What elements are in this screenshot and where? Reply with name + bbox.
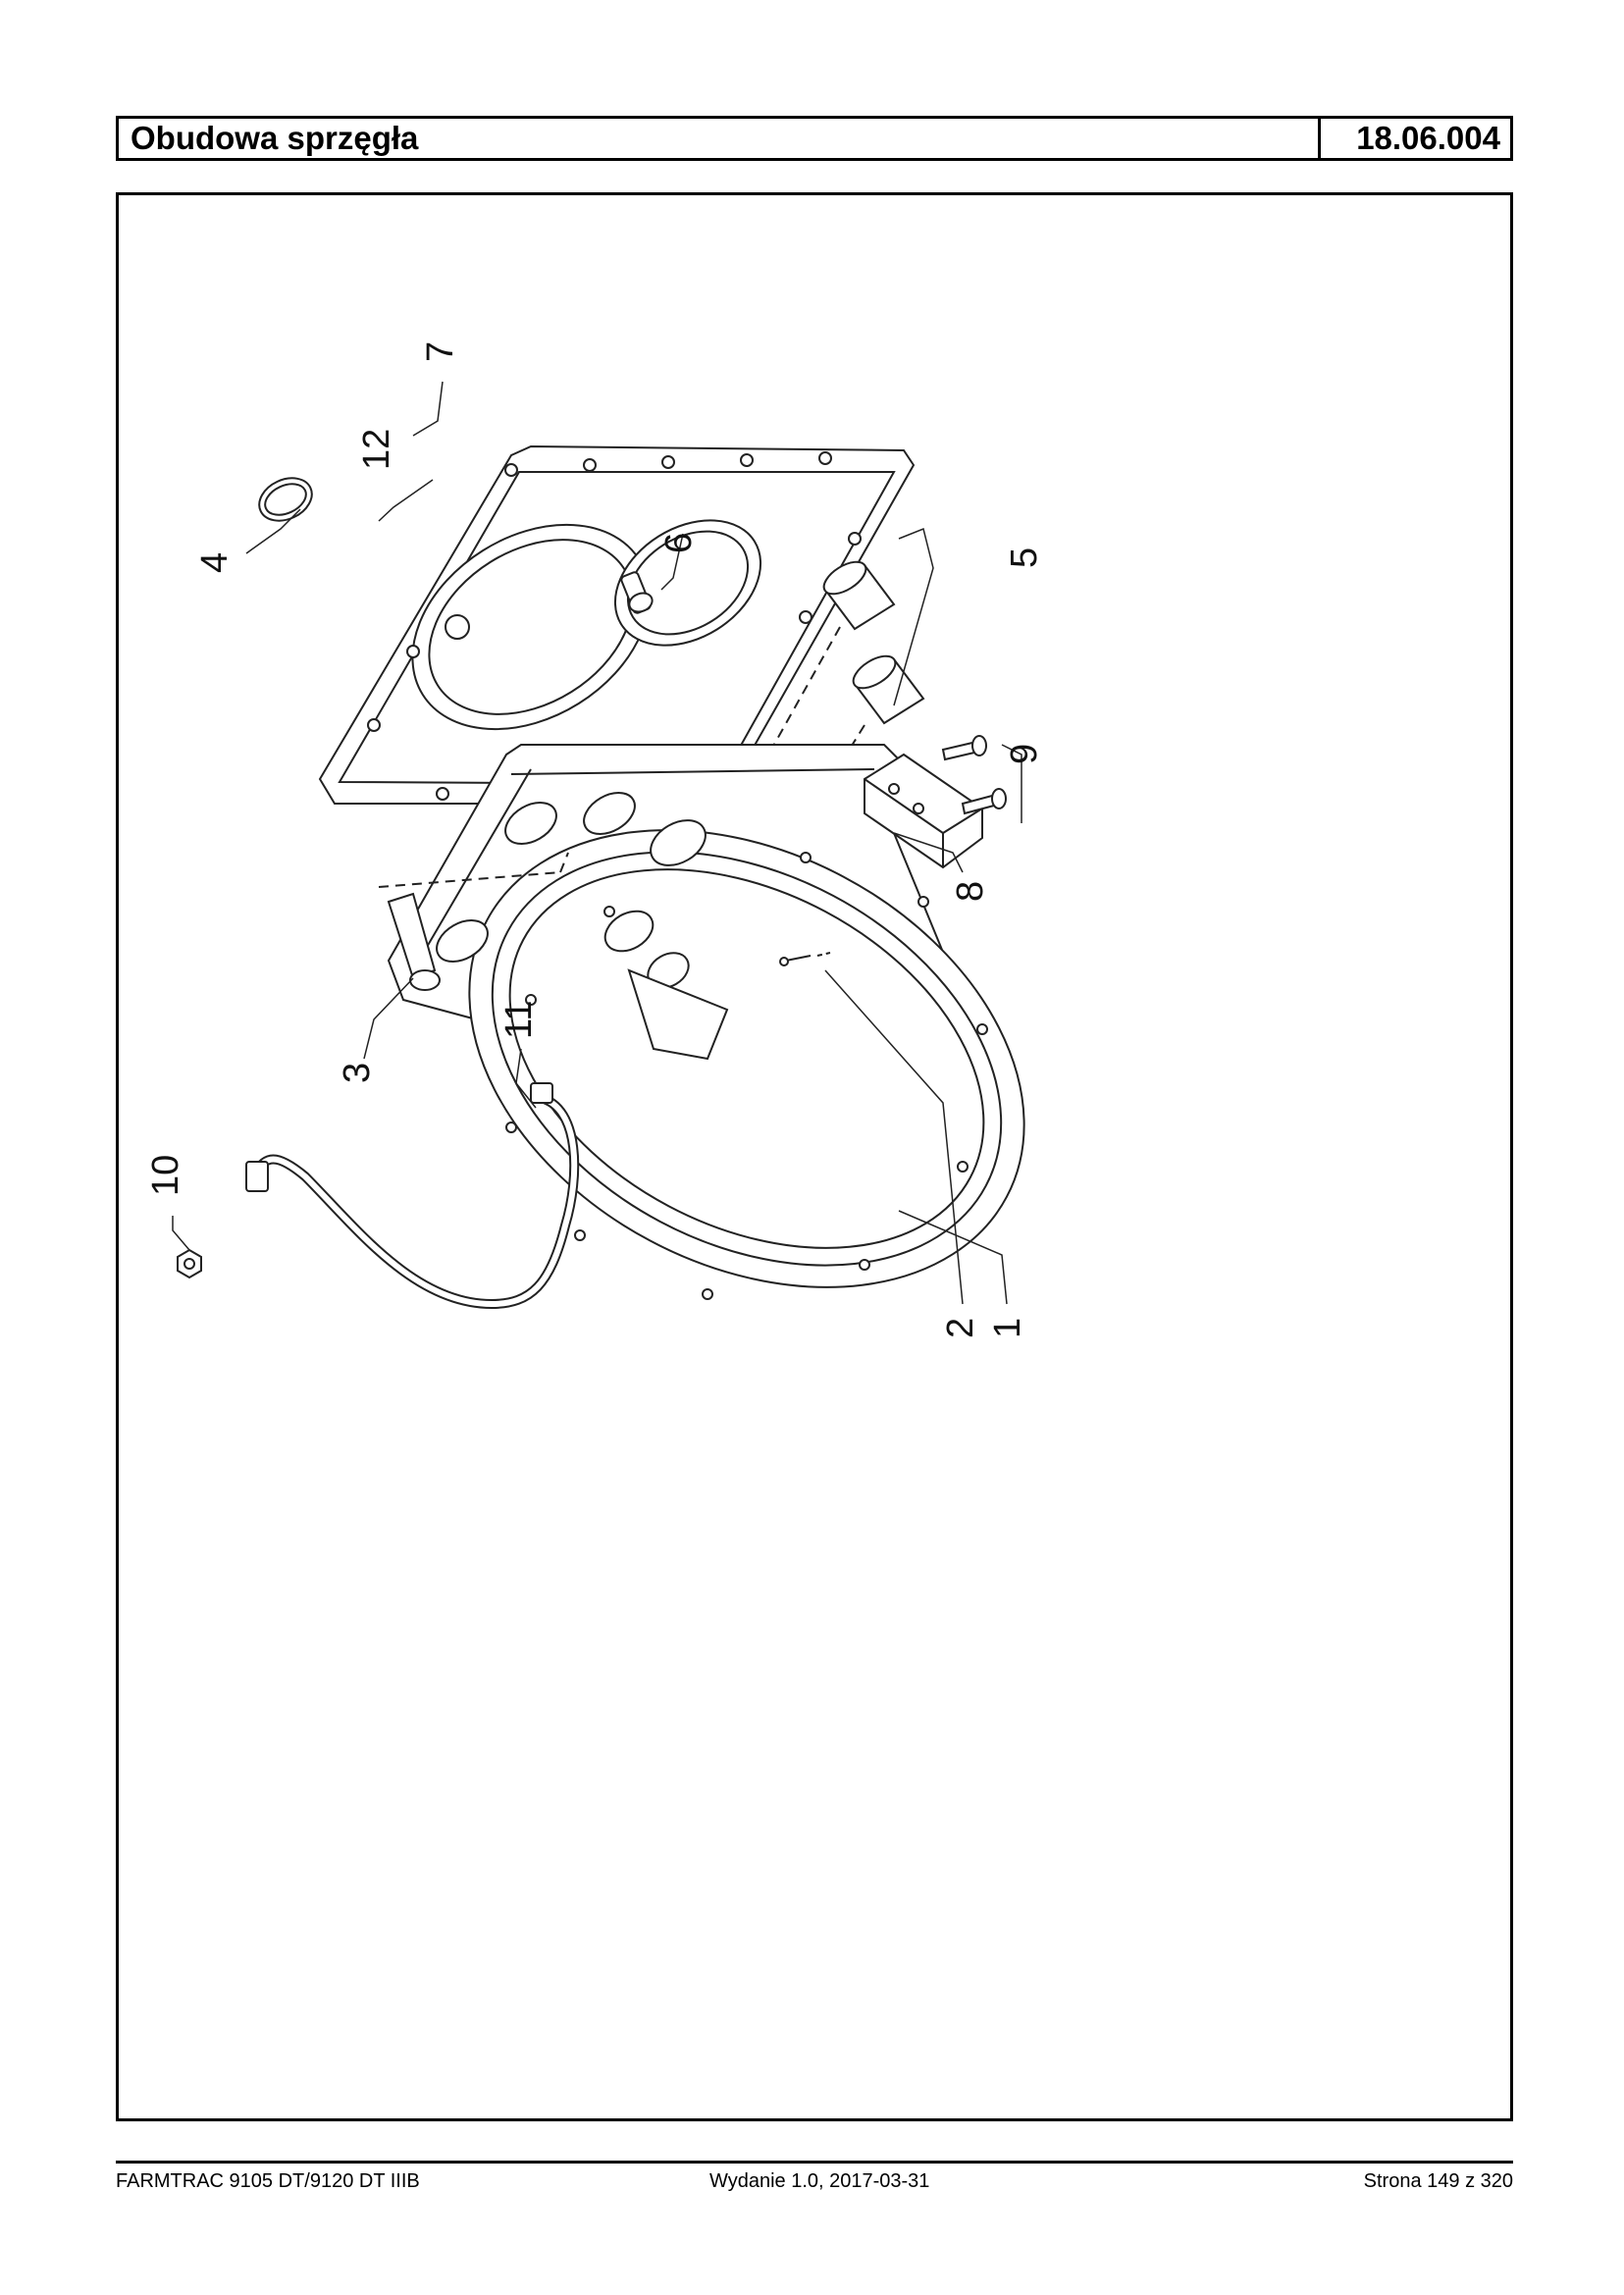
- part-12-gasket: [318, 444, 916, 805]
- callout-11: 11: [498, 1001, 540, 1039]
- leader-lines: [172, 381, 1022, 1305]
- part-11-hose: [245, 1082, 580, 1310]
- part-9-bolts: [941, 735, 1007, 815]
- exploded-diagram: 7 12 4 6 5 9 8 3 11 10 1 2: [116, 192, 1513, 2121]
- page-title: Obudowa sprzęgła: [131, 120, 419, 156]
- footer: FARMTRAC 9105 DT/9120 DT IIIB Wydanie 1.…: [116, 2170, 1513, 2200]
- part-3-bolt: [387, 892, 441, 991]
- callout-7: 7: [420, 341, 461, 362]
- callout-4: 4: [194, 552, 236, 573]
- footer-page-number: Strona 149 z 320: [1363, 2170, 1513, 2192]
- part-8-block: [864, 753, 983, 869]
- footer-model: FARMTRAC 9105 DT/9120 DT IIIB: [116, 2170, 420, 2192]
- part-group-code: 18.06.004: [1318, 119, 1510, 158]
- diagram-svg: 7 12 4 6 5 9 8 3 11 10 1 2: [145, 341, 1045, 1338]
- callout-10: 10: [145, 1155, 186, 1196]
- header: Obudowa sprzęgła 18.06.004: [116, 116, 1513, 161]
- callout-5: 5: [1004, 548, 1045, 568]
- footer-edition: Wydanie 1.0, 2017-03-31: [709, 2170, 930, 2192]
- callout-9: 9: [1004, 744, 1045, 764]
- part-4-ring: [258, 477, 313, 522]
- callout-3: 3: [337, 1063, 378, 1083]
- part-10-nut: [177, 1248, 202, 1279]
- callout-1: 1: [987, 1318, 1028, 1338]
- part-6-bolt: [620, 571, 654, 614]
- footer-rule: [116, 2161, 1513, 2164]
- callout-2: 2: [940, 1318, 981, 1338]
- part-1-clutch-housing: [387, 744, 1025, 1300]
- callout-8: 8: [950, 881, 991, 902]
- part-5-bushings: [822, 560, 925, 725]
- callout-6: 6: [658, 533, 700, 553]
- callout-12: 12: [356, 429, 397, 470]
- part-2-clip: [779, 955, 812, 966]
